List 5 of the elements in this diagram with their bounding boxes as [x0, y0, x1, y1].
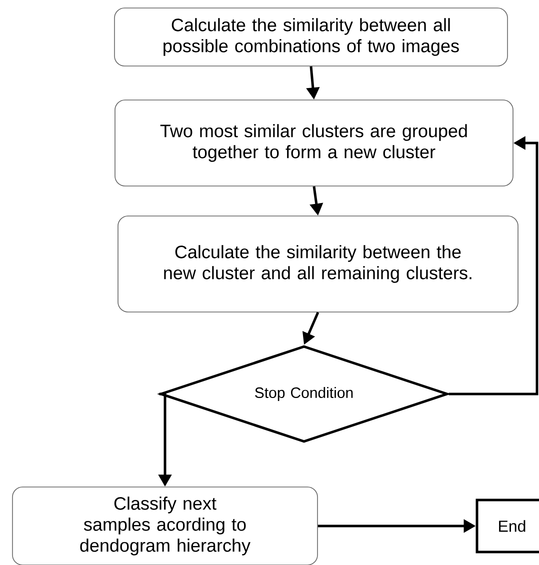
process-box: Classify next samples acording to dendogram hierarchy [12, 486, 318, 565]
process-box: Calculate the similarity between the new cluster and all remaining clusters. [118, 216, 518, 312]
terminal-box: End [476, 498, 539, 554]
process-box: Calculate the similarity between all possible combinations of two images [114, 8, 508, 66]
process-box: Two most similar clusters are grouped together to form a new cluster [114, 100, 514, 186]
